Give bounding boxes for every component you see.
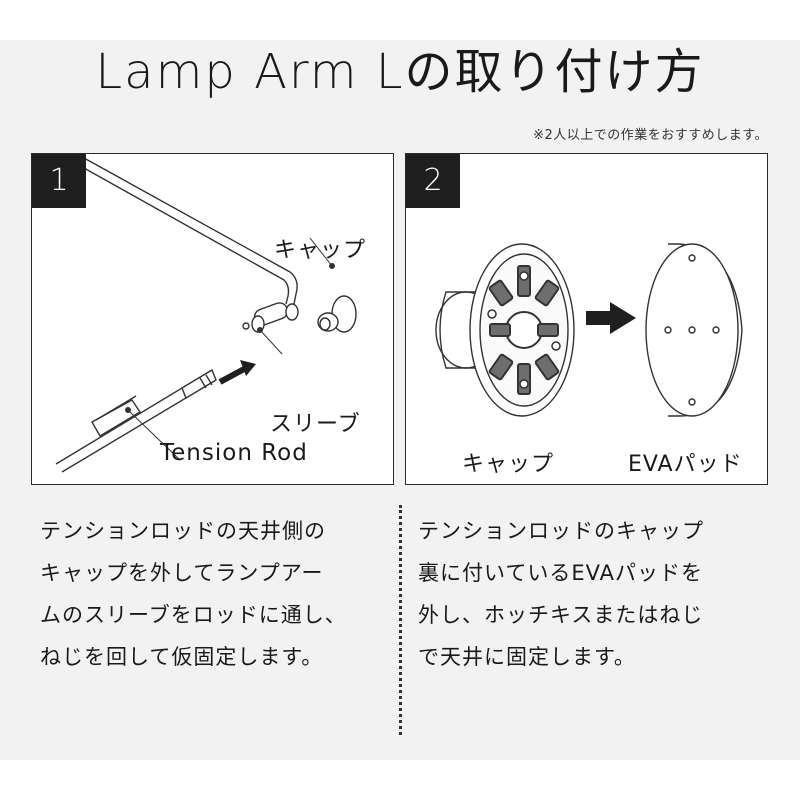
step-2-illustration — [435, 243, 743, 417]
description-line: テンションロッドの天井側の — [40, 519, 326, 543]
description-line: ムのスリーブをロッドに通し、 — [40, 603, 347, 627]
description-line: 裏に付いているEVAパッドを — [418, 561, 704, 585]
sleeve-label: スリーブ — [270, 412, 361, 437]
step-2-panel: 2 キャップ EVAパッド — [405, 153, 768, 485]
description-line: テンションロッドのキャップ — [418, 519, 704, 543]
eva-pad-part — [645, 243, 743, 417]
eva-pad-label: EVAパッド — [628, 452, 743, 477]
step-number-badge: 2 — [406, 154, 460, 208]
description-line: キャップを外してランプアー — [40, 561, 324, 585]
recommendation-note: ※2人以上での作業をおすすめします。 — [533, 128, 768, 143]
tension-rod-label: Tension Rod — [160, 440, 308, 466]
description-line: ねじを回して仮固定します。 — [40, 645, 324, 669]
step-1-description: テンションロッドの天井側の キャップを外してランプアー ムのスリーブをロッドに通… — [40, 510, 390, 678]
description-line: で天井に固定します。 — [418, 645, 636, 669]
step-1-panel: 1 キャップ スリーブ Tension Rod — [31, 153, 394, 485]
insert-arrow — [218, 365, 248, 385]
step-1-illustration — [55, 157, 357, 473]
description-line: 外し、ホッチキスまたはねじ — [418, 603, 704, 627]
page-title: Lamp Arm Lの取り付け方 — [95, 44, 705, 100]
cap-label: キャップ — [274, 238, 367, 263]
step-number-badge: 1 — [32, 154, 86, 208]
arrow-icon — [586, 302, 636, 334]
cap-label: キャップ — [462, 452, 555, 477]
cap-part — [317, 295, 357, 333]
step-2-description: テンションロッドのキャップ 裏に付いているEVAパッドを 外し、ホッチキスまたは… — [418, 510, 768, 678]
dotted-divider — [399, 505, 402, 735]
